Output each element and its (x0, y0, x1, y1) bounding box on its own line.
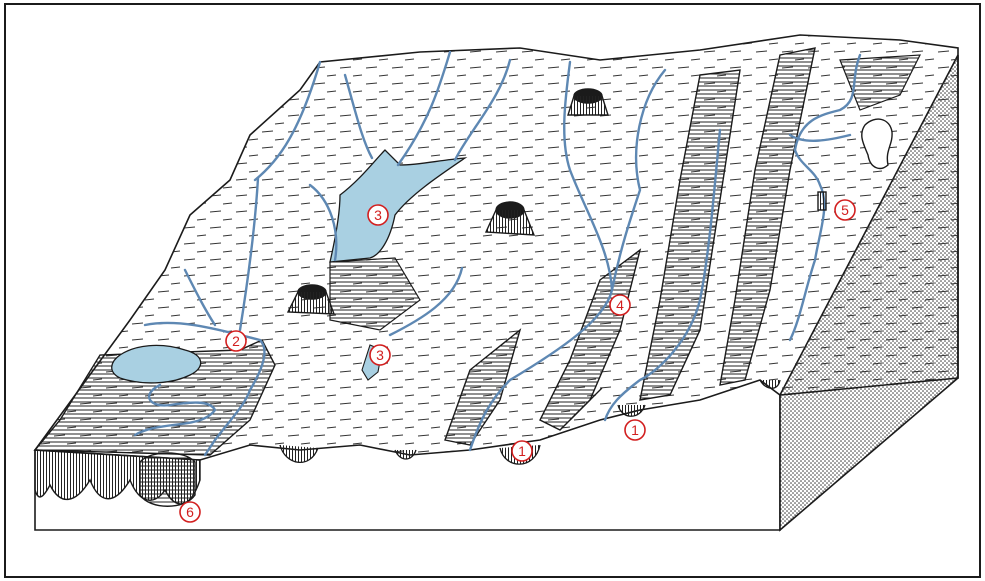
marker-m-3b: 3 (370, 345, 390, 365)
sink-cavity (140, 453, 195, 506)
marker-label: 3 (376, 347, 384, 363)
marker-m-3a: 3 (368, 205, 388, 225)
marker-label: 3 (374, 207, 382, 223)
marker-label: 4 (616, 297, 624, 313)
marker-label: 5 (841, 202, 849, 218)
marker-m-5: 5 (835, 200, 855, 220)
marker-label: 1 (631, 422, 639, 438)
spring-icon-5 (818, 192, 826, 210)
marker-label: 6 (186, 504, 194, 520)
marker-label: 1 (518, 443, 526, 459)
marker-m-2: 2 (226, 331, 246, 351)
marker-m-1a: 1 (512, 441, 532, 461)
marker-m-6: 6 (180, 502, 200, 522)
marker-label: 2 (232, 333, 240, 349)
marker-m-4: 4 (610, 295, 630, 315)
marker-m-1b: 1 (625, 420, 645, 440)
